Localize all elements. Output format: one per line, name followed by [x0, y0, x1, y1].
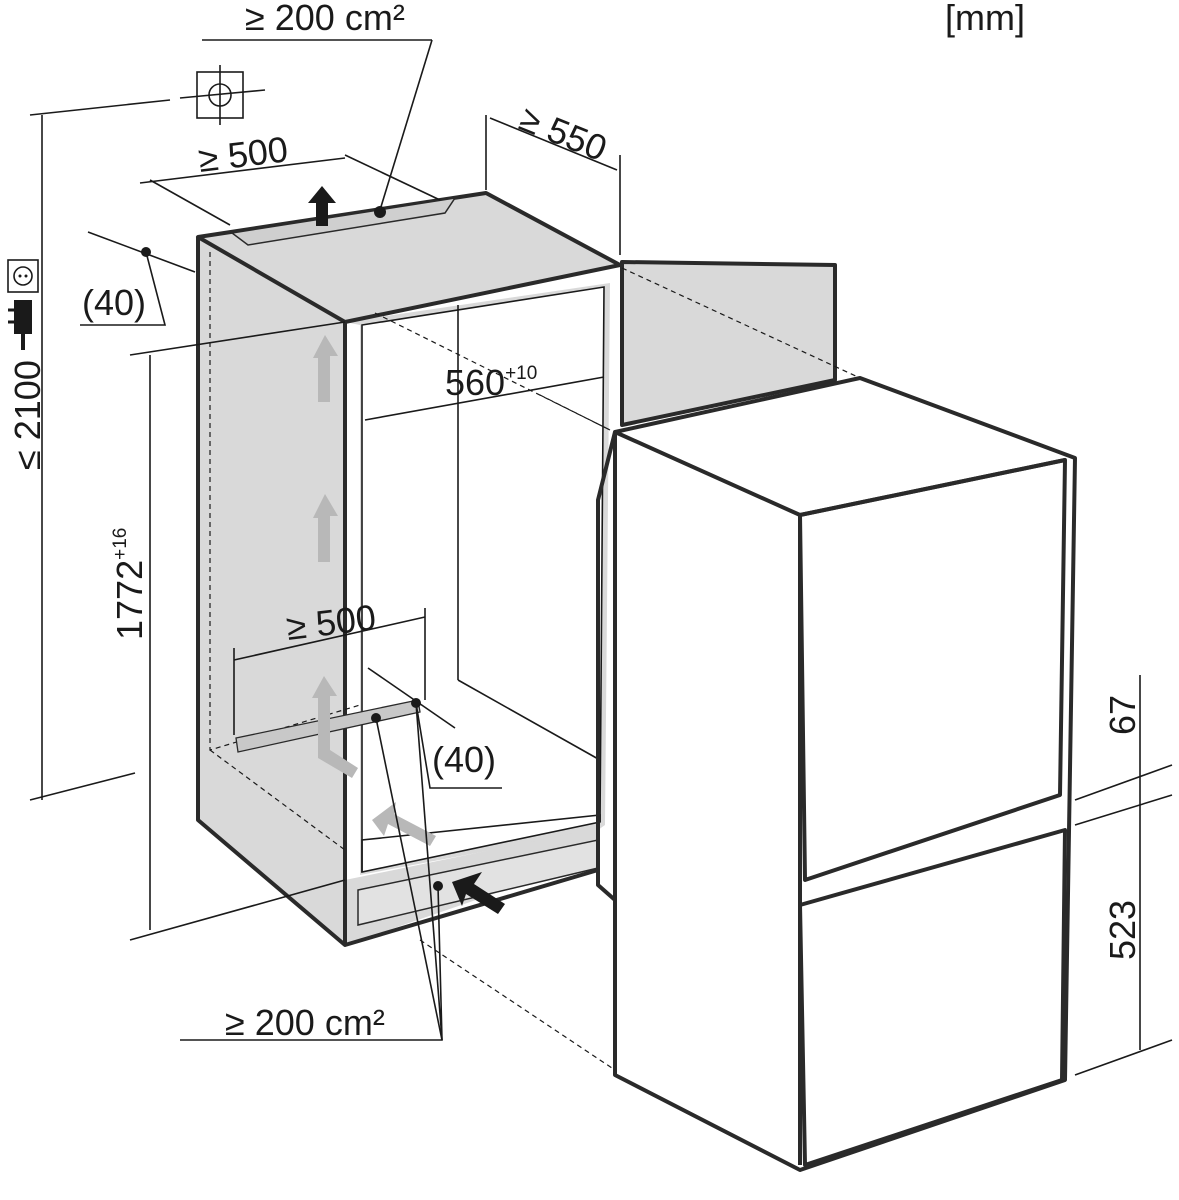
dimension-lines	[29, 39, 1173, 1076]
niche-width-label: 560+10	[445, 362, 537, 403]
max-height-label: ≤ 2100	[7, 360, 48, 470]
power-plug-icon	[8, 300, 32, 350]
niche-height-label: 1772+16	[109, 528, 150, 640]
top-vent-area-label: ≥ 200 cm²	[245, 0, 405, 38]
niche-cabinet	[196, 191, 622, 947]
decor-door-panel	[620, 260, 861, 427]
fridge-appliance	[374, 312, 1077, 1172]
lower-door	[798, 828, 1067, 1167]
unit-label: [mm]	[945, 0, 1025, 38]
top-vent-width-label: ≥ 500	[196, 128, 290, 180]
niche-width-tolerance: +10	[505, 363, 537, 384]
niche-height-tolerance: +16	[110, 528, 131, 560]
upper-door	[798, 458, 1067, 882]
niche-height-value: 1772	[109, 560, 150, 640]
niche-width-value: 560	[445, 362, 505, 403]
top-vent-offset-label: (40)	[82, 282, 146, 323]
bottom-vent-offset-label: (40)	[432, 739, 496, 780]
airflow-arrow-icon	[308, 186, 505, 914]
power-socket-icon	[7, 259, 39, 293]
depth-label: ≥ 550	[514, 97, 613, 169]
door-gap-label: 67	[1102, 695, 1143, 735]
water-connection-icon	[179, 65, 266, 125]
bottom-vent-area-label: ≥ 200 cm²	[225, 1002, 385, 1043]
lower-door-height-label: 523	[1102, 900, 1143, 960]
